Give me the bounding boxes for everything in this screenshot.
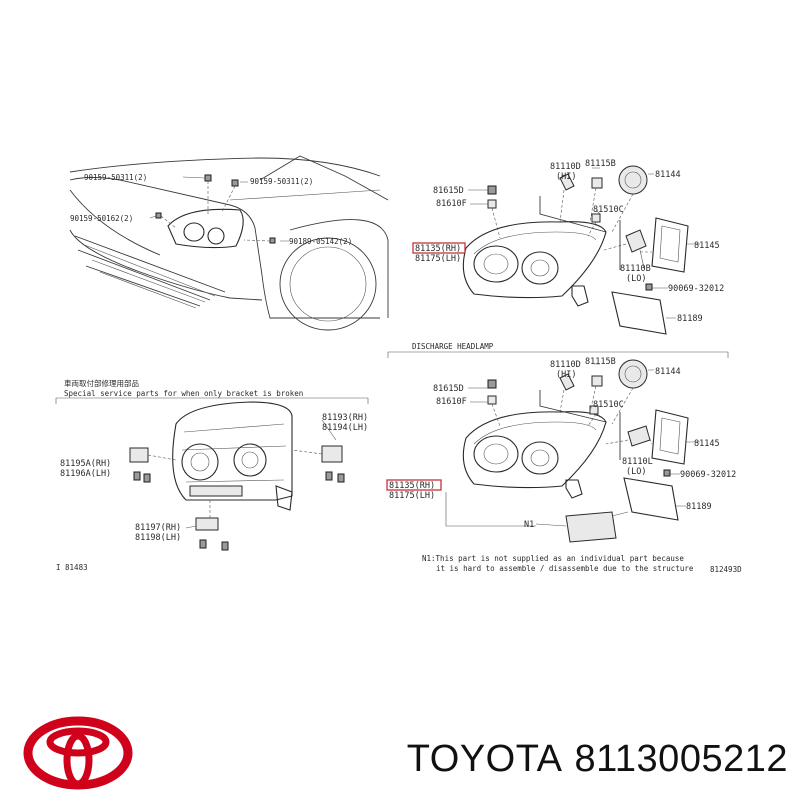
dlabel-81145: 81145 xyxy=(694,439,720,449)
label-81195A-rh: 81195A(RH) xyxy=(60,459,111,469)
label-81135-rh: 81135(RH) xyxy=(415,244,461,254)
label-81198-lh: 81198(LH) xyxy=(135,533,181,543)
label-81189: 81189 xyxy=(677,314,703,324)
service-heading-en: Special service parts for when only brac… xyxy=(64,389,303,398)
service-figure-code: I 81483 xyxy=(56,563,88,572)
discharge-note-line2: it is hard to assemble / disassemble due… xyxy=(436,564,694,573)
clip-label-2: 90159-50311(2) xyxy=(250,177,313,186)
label-81110D: 81110D xyxy=(550,162,581,172)
dlabel-81144: 81144 xyxy=(655,367,681,377)
dlabel-81135-rh: 81135(RH) xyxy=(389,481,435,491)
dlabel-81189: 81189 xyxy=(686,502,712,512)
vehicle-front-view: 90159-50311(2) 90159-50311(2) 90159-5016… xyxy=(69,155,389,331)
clip-label-4: 90189-05142(2) xyxy=(289,237,352,246)
label-90069-32012: 90069-32012 xyxy=(668,284,724,294)
brand-name: TOYOTA xyxy=(406,738,563,780)
label-81115B: 81115B xyxy=(585,159,616,169)
footer-title: TOYOTA 8113005212 xyxy=(407,738,788,781)
halogen-headlamp-group: 81110D (HI) 81115B 81144 81615D 81610F 8… xyxy=(412,159,724,335)
label-81145: 81145 xyxy=(694,241,720,251)
part-number: 8113005212 xyxy=(574,738,788,780)
dlabel-n1: N1 xyxy=(524,520,534,530)
highlight-81135-bottom xyxy=(386,479,442,491)
label-81615D: 81615D xyxy=(433,186,464,196)
service-parts-group: 車両取付部修理用部品 Special service parts for whe… xyxy=(55,378,369,572)
label-81196A-lh: 81196A(LH) xyxy=(60,469,111,479)
dlabel-lo: (LO) xyxy=(626,467,646,477)
label-81194-lh: 81194(LH) xyxy=(322,423,368,433)
dlabel-81610F: 81610F xyxy=(436,397,467,407)
service-heading-jp: 車両取付部修理用部品 xyxy=(64,378,139,388)
dlabel-81115B: 81115B xyxy=(585,357,616,367)
label-81610F: 81610F xyxy=(436,199,467,209)
label-hi: (HI) xyxy=(556,172,576,182)
dlabel-hi: (HI) xyxy=(556,370,576,380)
discharge-note-line1: N1:This part is not supplied as an indiv… xyxy=(422,554,684,563)
discharge-figure-code: 812493D xyxy=(710,565,742,574)
discharge-headlamp-group: DISCHARGE HEADLAMP 81110D (HI) 81 xyxy=(386,342,742,574)
clip-label-3: 90159-50162(2) xyxy=(70,214,133,223)
label-81510C: 81510C xyxy=(593,205,624,215)
highlight-81135-top xyxy=(412,242,466,254)
clip-label-1: 90159-50311(2) xyxy=(84,173,147,182)
label-81193-rh: 81193(RH) xyxy=(322,413,368,423)
label-81197-rh: 81197(RH) xyxy=(135,523,181,533)
label-81144: 81144 xyxy=(655,170,681,180)
label-81175-lh: 81175(LH) xyxy=(415,254,461,264)
discharge-title: DISCHARGE HEADLAMP xyxy=(412,342,494,351)
dlabel-81110D: 81110D xyxy=(550,360,581,370)
parts-diagram: 90159-50311(2) 90159-50311(2) 90159-5016… xyxy=(55,155,742,574)
label-lo: (LO) xyxy=(626,274,646,284)
dlabel-81510C: 81510C xyxy=(593,400,624,410)
dlabel-81175-lh: 81175(LH) xyxy=(389,491,435,501)
dlabel-81110L: 81110L xyxy=(622,457,653,467)
dlabel-90069-32012: 90069-32012 xyxy=(680,470,736,480)
label-81110B: 81110B xyxy=(620,264,651,274)
dlabel-81615D: 81615D xyxy=(433,384,464,394)
toyota-logo-icon xyxy=(23,716,133,790)
